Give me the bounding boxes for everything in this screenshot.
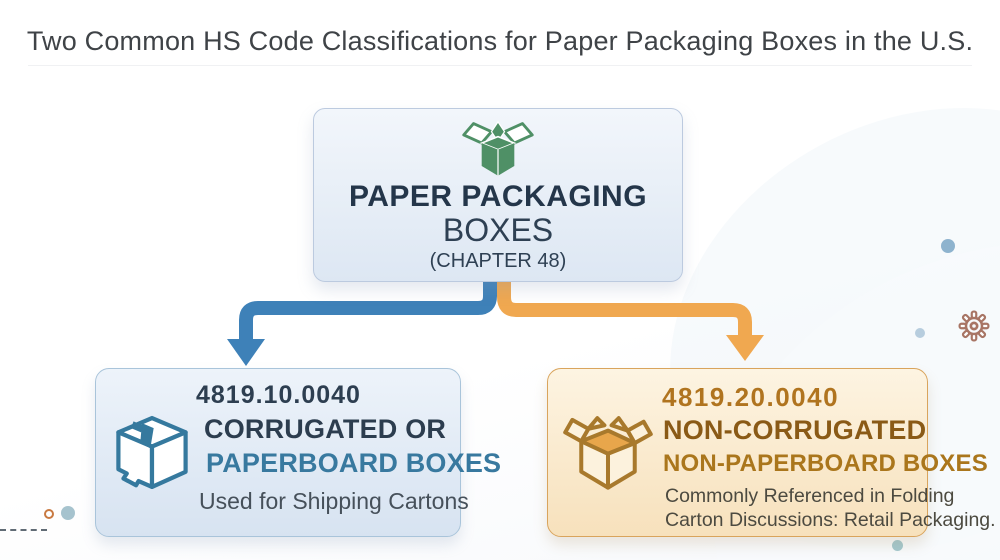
branch-node-non-corrugated: 4819.20.0040 NON-CORRUGATED NON-PAPERBOA… <box>547 368 996 537</box>
hs-code-right: 4819.20.0040 <box>662 382 840 412</box>
branch-description-line2-right: Carton Discussions: Retail Packaging. <box>665 509 996 531</box>
decorative-dot-blue <box>941 239 955 253</box>
root-node-title-line1: PAPER PACKAGING <box>348 180 648 213</box>
branch-title-line2-left: PAPERBOARD BOXES <box>206 448 502 478</box>
open-box-outline-icon <box>563 416 653 490</box>
gear-icon <box>958 310 990 342</box>
root-node-paper-packaging-boxes: PAPER PACKAGING BOXES (CHAPTER 48) <box>313 108 683 282</box>
decorative-dashed-line <box>0 529 47 531</box>
decorative-dot-teal <box>61 506 75 520</box>
page-title: Two Common HS Code Classifications for P… <box>26 26 974 56</box>
root-node-chapter: (CHAPTER 48) <box>429 249 567 272</box>
root-node-title-line2: BOXES <box>442 212 554 248</box>
decorative-dot-orange-ring <box>44 509 54 519</box>
decorative-dot-teal-bottom-right <box>892 540 903 551</box>
title-divider <box>28 65 972 66</box>
closed-box-icon <box>116 415 188 490</box>
branch-description-line1-right: Commonly Referenced in Folding <box>665 485 955 507</box>
branch-title-line1-right: NON-CORRUGATED <box>663 415 927 445</box>
hs-code-left: 4819.10.0040 <box>196 381 361 409</box>
branch-node-corrugated: 4819.10.0040 CORRUGATED OR PAPERBOARD BO… <box>95 368 501 537</box>
decorative-dot-light-blue <box>915 328 925 338</box>
branch-title-line2-right: NON-PAPERBOARD BOXES <box>663 450 988 477</box>
open-box-green-icon <box>462 120 534 176</box>
branch-title-line1-left: CORRUGATED OR <box>204 414 447 444</box>
branch-description-left: Used for Shipping Cartons <box>199 488 469 514</box>
blue-arrow-connector <box>227 281 497 366</box>
